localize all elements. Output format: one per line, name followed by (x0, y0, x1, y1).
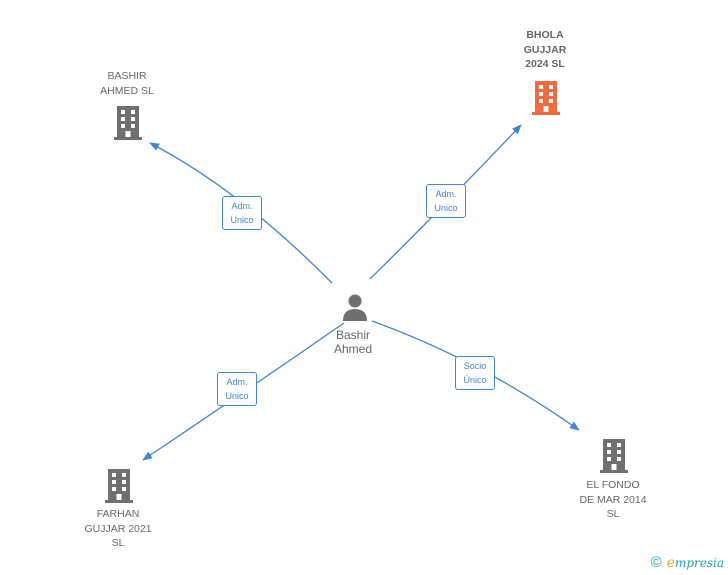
company-label-bashir-ahmed-sl[interactable]: BASHIR AHMED SL (87, 69, 167, 98)
relation-label-bottom-right[interactable]: Socio Único (455, 356, 495, 390)
brand-initial: e (666, 555, 675, 571)
company-name-line: FARHAN (96, 508, 140, 520)
company-label-farhan-gujjar-2021-sl[interactable]: FARHAN GUJJAR 2021 SL (73, 507, 163, 551)
relation-label-top-right[interactable]: Adm. Unico (426, 184, 466, 218)
relation-role-line1: Adm. (226, 377, 248, 387)
center-name-line1: Bashir (335, 328, 370, 342)
company-label-bhola-gujjar-2024-sl[interactable]: BHOLA GUJJAR 2024 SL (505, 28, 585, 72)
relation-role-line1: Adm. (231, 201, 253, 211)
relation-role-line2: Único (463, 375, 487, 385)
relation-role-line2: Unico (225, 391, 249, 401)
company-name-line: SL (111, 537, 125, 549)
center-name-line2: Ahmed (333, 342, 373, 356)
relation-role-line1: Socio (463, 361, 487, 371)
relation-label-bottom-left[interactable]: Adm. Unico (217, 372, 257, 406)
relation-role-line2: Unico (230, 215, 254, 225)
company-name-line: 2024 SL (525, 58, 565, 70)
building-icon[interactable] (599, 437, 631, 473)
company-name-line: AHMED SL (100, 84, 154, 97)
relation-label-top-left[interactable]: Adm. Unico (222, 196, 262, 230)
building-icon[interactable] (113, 104, 145, 140)
company-name-line: SL (606, 508, 620, 520)
brand-name: mpresia (674, 556, 724, 570)
company-name-line: BHOLA (526, 29, 564, 41)
center-person-name[interactable]: Bashir Ahmed (318, 328, 388, 356)
company-name-line: EL FONDO (586, 479, 640, 491)
building-icon[interactable] (104, 467, 136, 503)
copyright-symbol: © (650, 554, 662, 571)
building-icon[interactable] (531, 79, 563, 115)
empresia-logo: ©empresia (651, 554, 724, 571)
company-label-el-fondo-de-mar-2014-sl[interactable]: EL FONDO DE MAR 2014 SL (568, 478, 658, 522)
relation-role-line2: Unico (434, 203, 458, 213)
company-name-line: BASHIR (107, 70, 147, 82)
person-icon[interactable] (340, 292, 370, 322)
relation-role-line1: Adm. (435, 189, 457, 199)
company-name-line: DE MAR 2014 (579, 493, 647, 506)
company-name-line: GUJJAR (523, 43, 567, 56)
company-name-line: GUJJAR 2021 (84, 522, 152, 535)
